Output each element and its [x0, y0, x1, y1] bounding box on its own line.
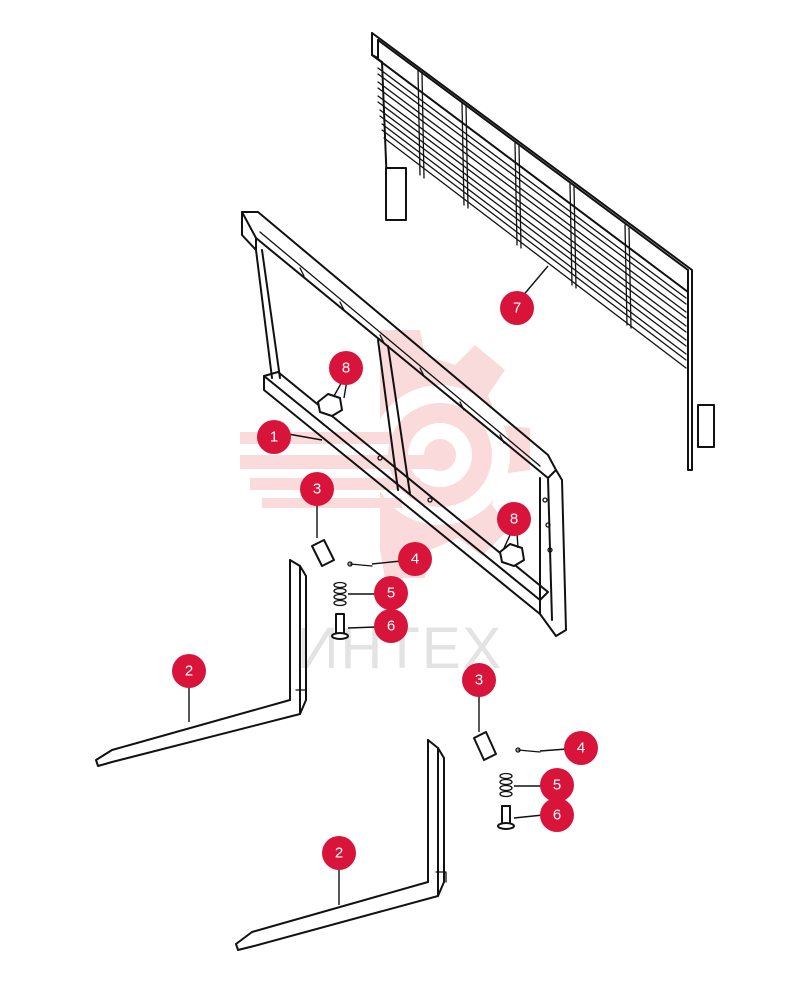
- lock-assembly-left: [311, 539, 373, 640]
- callout-label: 6: [553, 807, 561, 824]
- watermark: ИНТЕХ: [240, 330, 530, 681]
- callout-circle: [497, 502, 531, 536]
- callout-circle: [398, 542, 432, 576]
- callout-5-left: 5: [374, 576, 408, 610]
- callout-circle: [374, 576, 408, 610]
- callout-label: 4: [411, 551, 419, 568]
- callout-5-right: 5: [540, 768, 574, 802]
- callout-label: 2: [185, 663, 193, 680]
- callout-3-left: 3: [300, 472, 334, 506]
- callout-label: 1: [270, 429, 278, 446]
- callout-label: 8: [342, 360, 350, 377]
- callout-label: 5: [387, 585, 395, 602]
- callout-4-left: 4: [398, 542, 432, 576]
- callout-circle: [257, 420, 291, 454]
- callout-label: 7: [513, 300, 521, 317]
- callout-circle: [300, 472, 334, 506]
- callout-6-right: 6: [540, 798, 574, 832]
- callout-label: 3: [313, 481, 321, 498]
- backrest-grille: [371, 32, 715, 471]
- callout-circle: [329, 351, 363, 385]
- callout-4-right: 4: [564, 731, 598, 765]
- callout-1: 1: [257, 420, 291, 454]
- callout-6-left: 6: [374, 609, 408, 643]
- callout-circle: [172, 654, 206, 688]
- callout-label: 8: [510, 511, 518, 528]
- callout-label: 6: [387, 618, 395, 635]
- callout-7: 7: [500, 291, 534, 325]
- callout-8-lower: 8: [497, 502, 531, 536]
- callout-circle: [374, 609, 408, 643]
- callout-label: 3: [475, 672, 483, 689]
- hook-upper: [317, 393, 343, 417]
- callout-3-right: 3: [462, 663, 496, 697]
- callout-circle: [540, 768, 574, 802]
- callout-label: 2: [335, 845, 343, 862]
- callout-circle: [500, 291, 534, 325]
- callout-label: 5: [553, 777, 561, 794]
- callout-8-upper: 8: [329, 351, 363, 385]
- callout-circle: [564, 731, 598, 765]
- leader-lines: [188, 265, 568, 905]
- callout-label: 4: [577, 740, 585, 757]
- hook-lower: [499, 543, 525, 567]
- callout-2-left: 2: [172, 654, 206, 688]
- fork-left: [95, 559, 307, 767]
- callout-circle: [540, 798, 574, 832]
- carriage-frame: [241, 211, 567, 637]
- callout-circle: [462, 663, 496, 697]
- lock-assembly-right: [473, 731, 541, 830]
- callout-circle: [322, 836, 356, 870]
- fork-right: [235, 739, 447, 951]
- callout-2-right: 2: [322, 836, 356, 870]
